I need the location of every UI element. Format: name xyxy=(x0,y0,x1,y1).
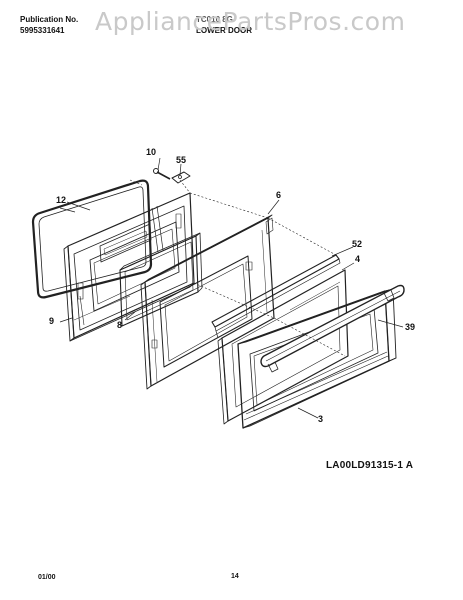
callout-12: 12 xyxy=(56,195,67,205)
footer-date: 01/00 xyxy=(38,574,56,581)
section-title: LOWER DOOR xyxy=(196,26,252,35)
part-6-door-frame xyxy=(140,214,275,390)
exploded-guide-lines xyxy=(129,179,346,357)
page-number: 14 xyxy=(231,573,239,580)
part-12-gasket xyxy=(31,179,153,299)
part-39-handle xyxy=(260,284,405,373)
callout-8: 8 xyxy=(117,320,123,330)
callout-4: 4 xyxy=(355,254,361,264)
watermark: AppliancePartsPros.com xyxy=(95,7,406,36)
part-10-screw xyxy=(153,168,171,180)
callout-3: 3 xyxy=(318,414,324,424)
callout-9: 9 xyxy=(49,316,55,326)
callout-10: 10 xyxy=(146,147,157,157)
drawing-code: LA00LD91315-1 A xyxy=(326,460,414,471)
callout-39: 39 xyxy=(405,322,416,332)
part-52-trim xyxy=(211,254,341,339)
callout-55: 55 xyxy=(176,155,187,165)
callout-52: 52 xyxy=(352,239,363,249)
publication-number: 5995331641 xyxy=(20,26,65,35)
callout-6: 6 xyxy=(276,190,282,200)
model-number: TC010 8G xyxy=(196,15,233,24)
part-4-outer-panel xyxy=(217,269,349,425)
publication-label: Publication No. xyxy=(20,15,79,24)
leader-lines xyxy=(59,157,404,419)
